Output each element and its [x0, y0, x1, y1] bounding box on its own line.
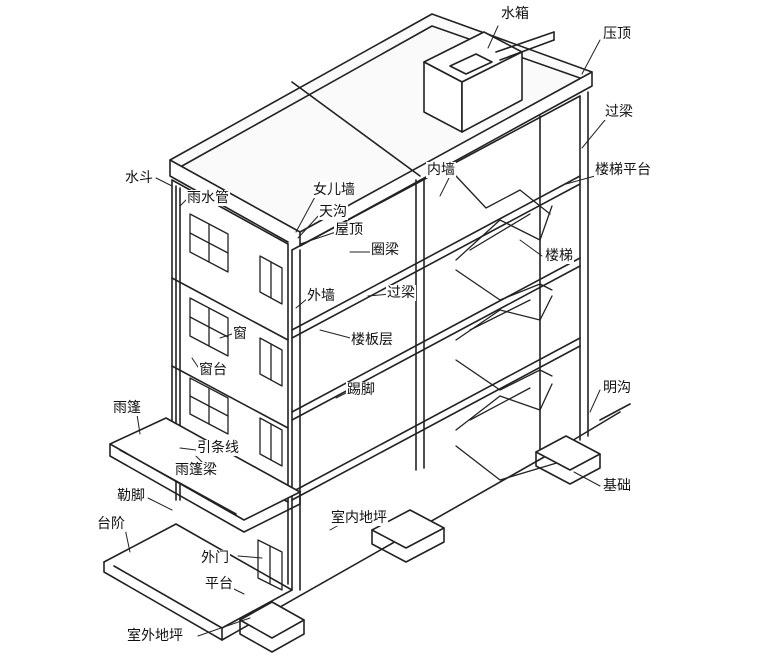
label-downpipe: 雨水管: [186, 190, 230, 206]
label-plinth: 勒脚: [116, 488, 146, 504]
label-outer-wall: 外墙: [306, 288, 336, 304]
label-canopy-beam: 雨篷梁: [174, 462, 218, 478]
water-tank: [423, 31, 555, 133]
window-group: [189, 213, 283, 467]
label-foundation: 基础: [602, 478, 632, 494]
label-parapet: 女儿墙: [312, 182, 356, 198]
label-exterior-door: 外门: [200, 550, 230, 566]
label-lintel-mid: 过梁: [386, 285, 416, 301]
label-outdoor-ground: 室外地坪: [126, 628, 184, 644]
cut-section: [291, 91, 589, 591]
label-ring-beam: 圈梁: [370, 242, 400, 258]
label-floor-slab: 楼板层: [350, 332, 394, 348]
label-gutter: 天沟: [318, 204, 348, 220]
exterior-door: [257, 539, 283, 591]
label-roof: 屋顶: [334, 222, 364, 238]
label-steps: 台阶: [96, 516, 126, 532]
label-string-course: 引条线: [196, 440, 240, 456]
label-rainwater-hopper: 水斗: [124, 170, 154, 186]
label-water-tank: 水箱: [500, 6, 530, 22]
label-indoor-floor: 室内地坪: [330, 510, 388, 526]
label-lintel-top: 过梁: [604, 104, 634, 120]
label-canopy: 雨篷: [112, 400, 142, 416]
label-skirting: 踢脚: [346, 382, 376, 398]
label-window: 窗: [232, 326, 248, 342]
label-platform: 平台: [204, 576, 234, 592]
label-inner-wall: 内墙: [426, 162, 456, 178]
label-open-drain: 明沟: [602, 380, 632, 396]
label-coping: 压顶: [602, 26, 632, 42]
label-window-sill: 窗台: [198, 362, 228, 378]
label-stairs: 楼梯: [544, 248, 574, 264]
label-stair-landing: 楼梯平台: [594, 162, 652, 178]
ground-and-foundation: [103, 403, 631, 653]
